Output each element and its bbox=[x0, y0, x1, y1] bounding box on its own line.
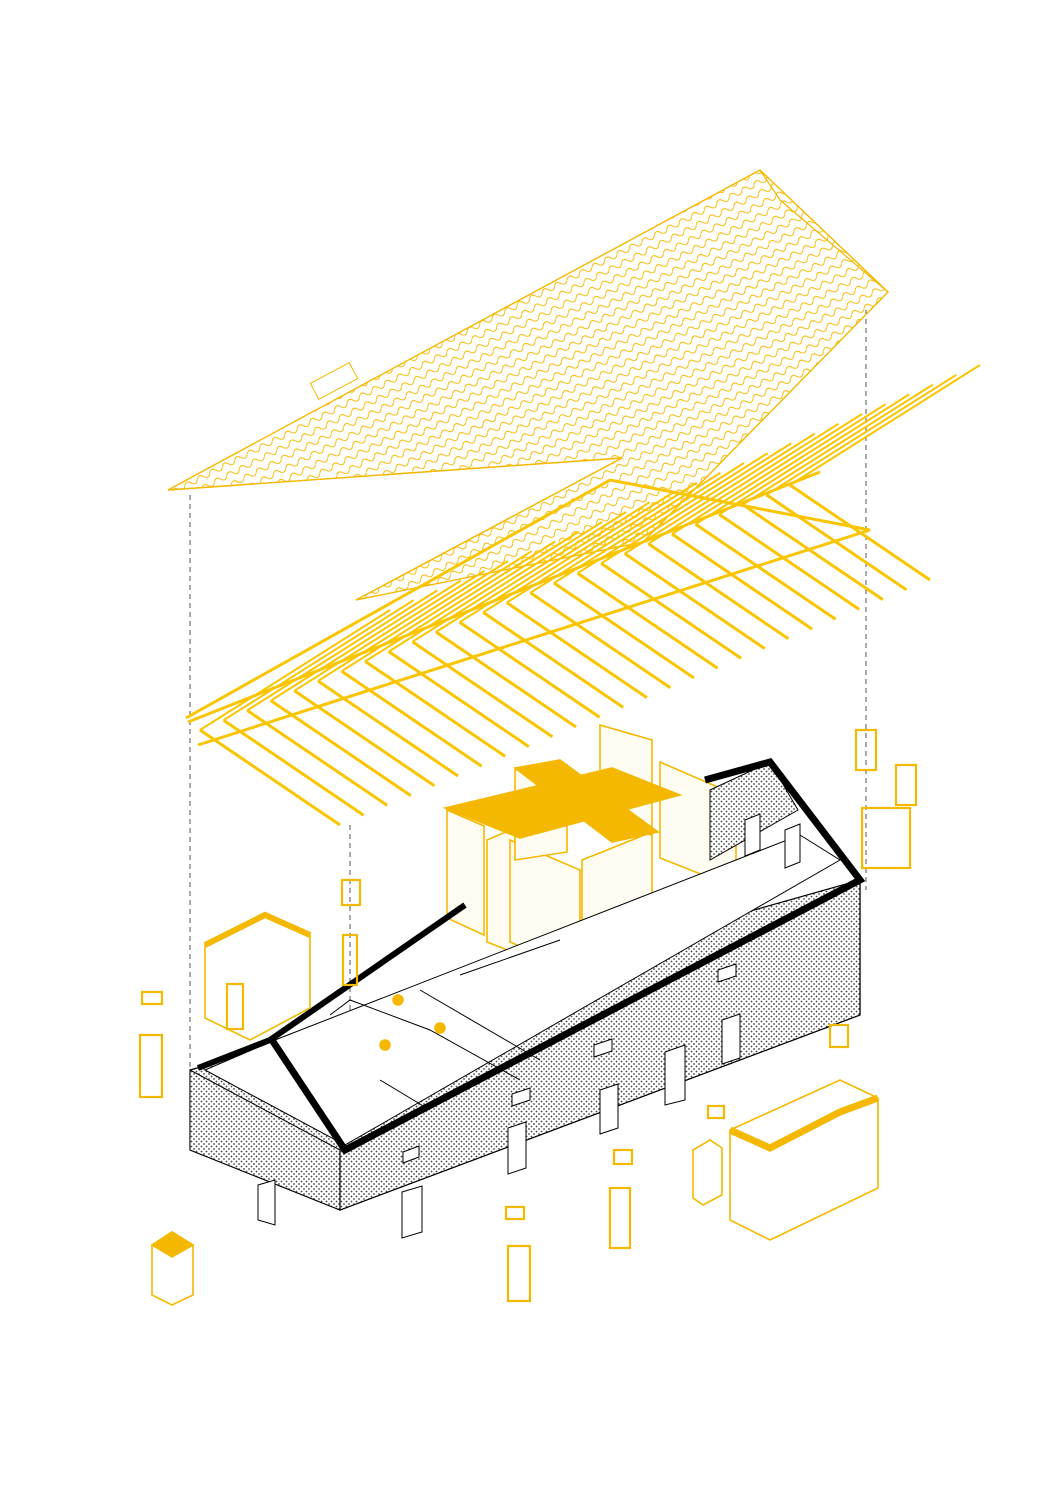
rafter-upper bbox=[246, 589, 438, 712]
loose-frame bbox=[140, 990, 164, 1006]
loose-frame bbox=[608, 1186, 632, 1250]
rafter bbox=[529, 591, 672, 690]
rafter-upper bbox=[341, 550, 533, 673]
rafter-upper bbox=[199, 609, 391, 731]
interior-columns bbox=[379, 994, 446, 1051]
service-modules bbox=[150, 911, 880, 1306]
loose-frame bbox=[340, 878, 362, 907]
rafter-upper bbox=[223, 599, 415, 722]
loose-frame bbox=[706, 1104, 726, 1120]
rafter-upper bbox=[647, 422, 839, 545]
rafter bbox=[789, 483, 931, 582]
rafter-upper bbox=[624, 432, 816, 555]
roof-timber-structure bbox=[185, 364, 981, 827]
rafter bbox=[199, 728, 341, 827]
loose-frame bbox=[828, 1023, 850, 1049]
rafter-upper bbox=[293, 569, 485, 692]
rafter-upper bbox=[671, 413, 863, 535]
rafter bbox=[505, 601, 648, 699]
loose-frame bbox=[854, 728, 878, 772]
shell-window-openings bbox=[401, 813, 801, 1239]
rafter-upper bbox=[600, 442, 792, 565]
rafter-upper bbox=[529, 471, 721, 594]
rafter-upper bbox=[577, 452, 769, 575]
rafter-upper bbox=[695, 403, 887, 526]
rafter-upper bbox=[459, 501, 651, 624]
loose-frame bbox=[894, 763, 918, 807]
loose-frame bbox=[612, 1148, 634, 1166]
rafter-upper bbox=[553, 462, 745, 584]
rafter-upper bbox=[270, 579, 462, 702]
loose-frame bbox=[225, 982, 245, 1031]
rafter-upper bbox=[506, 481, 698, 604]
loose-frame bbox=[504, 1205, 526, 1221]
rafter-upper bbox=[388, 530, 580, 653]
rafter-upper bbox=[718, 393, 910, 516]
masonry-building-shell bbox=[189, 757, 866, 1239]
rafter-upper bbox=[482, 491, 674, 614]
rafter bbox=[458, 620, 601, 719]
rafter-upper bbox=[435, 511, 627, 633]
rafter bbox=[364, 660, 507, 758]
loose-frame bbox=[341, 933, 359, 987]
rafter-upper bbox=[765, 373, 957, 496]
rafter bbox=[576, 571, 719, 670]
rafter bbox=[600, 562, 743, 660]
alignment-guides bbox=[189, 310, 867, 1148]
rafter bbox=[623, 552, 766, 650]
rafter bbox=[411, 640, 554, 739]
loose-frame bbox=[506, 1244, 532, 1303]
rafter-upper bbox=[411, 520, 603, 643]
window-and-door-frames bbox=[138, 728, 918, 1303]
rafter bbox=[435, 630, 577, 729]
rafter bbox=[553, 581, 695, 680]
rafter-upper bbox=[789, 364, 981, 486]
rafter bbox=[482, 611, 625, 709]
rafter bbox=[718, 513, 861, 611]
floor-plan-lines bbox=[329, 939, 561, 1111]
rafter bbox=[765, 493, 908, 592]
rafter-upper bbox=[317, 560, 509, 682]
rafter bbox=[671, 532, 813, 631]
rafter bbox=[741, 503, 884, 601]
rafter bbox=[222, 718, 365, 817]
roof-covering bbox=[167, 169, 889, 601]
rafter bbox=[340, 669, 483, 768]
rafter bbox=[246, 709, 389, 807]
rafter bbox=[293, 689, 436, 788]
loose-frame bbox=[860, 806, 912, 870]
rafter bbox=[647, 542, 790, 641]
loose-frame bbox=[138, 1033, 164, 1099]
rafter-upper bbox=[742, 383, 934, 506]
rafter bbox=[317, 679, 459, 778]
rafter-upper bbox=[364, 540, 556, 663]
rafter bbox=[269, 699, 412, 797]
rafter bbox=[694, 522, 837, 621]
rafter bbox=[387, 650, 530, 748]
